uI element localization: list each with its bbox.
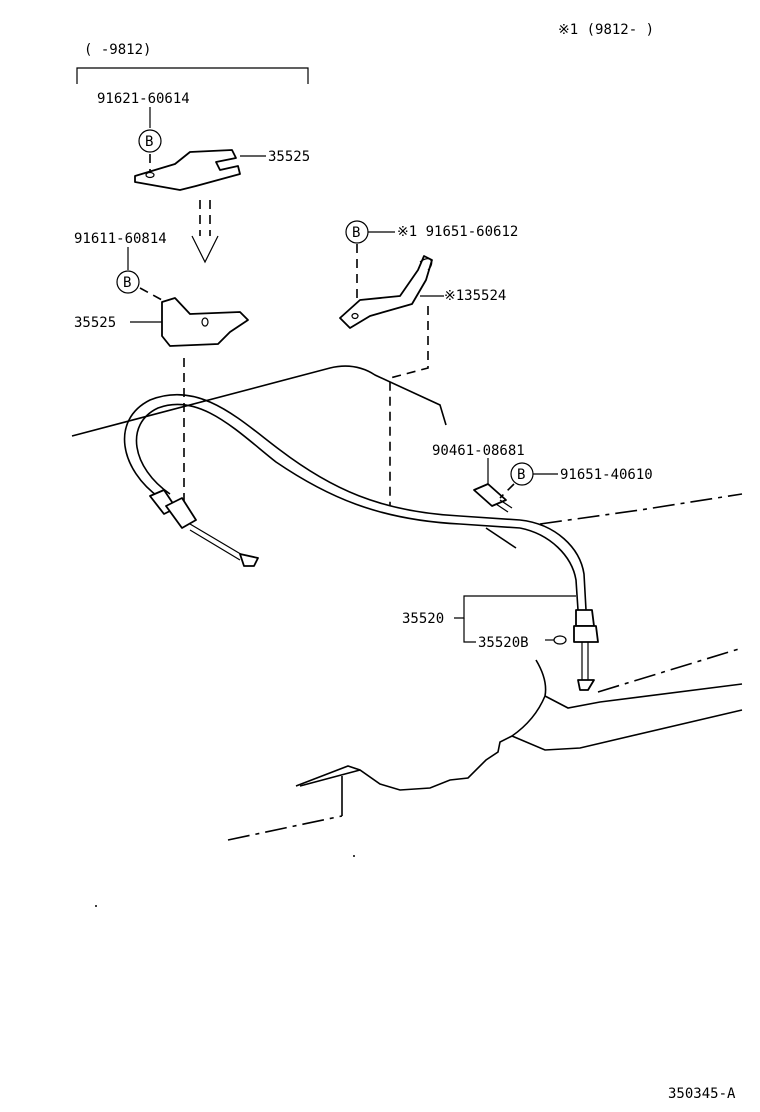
svg-text:B: B bbox=[517, 467, 525, 483]
dash-to-cable-right bbox=[389, 306, 429, 505]
scan-speck bbox=[353, 855, 355, 857]
clip-90461 bbox=[473, 483, 513, 513]
svg-text:B: B bbox=[123, 275, 131, 291]
callout-bolt-mid[interactable]: 91611-60814 bbox=[74, 231, 167, 247]
bracket-35525-upper bbox=[134, 149, 241, 191]
bracket-35524 bbox=[339, 255, 433, 329]
dash-bolt-right bbox=[499, 483, 515, 499]
svg-text:B: B bbox=[145, 134, 153, 150]
callout-bolt-right[interactable]: 91651-40610 bbox=[560, 467, 653, 483]
callout-bracket-upper[interactable]: 35525 bbox=[268, 149, 310, 165]
bolt-marker-top: B bbox=[138, 129, 162, 153]
callout-cable-assy[interactable]: 35520 bbox=[402, 611, 444, 627]
bolt-marker-mid: B bbox=[116, 270, 140, 294]
dash-bolt-mid bbox=[139, 287, 163, 301]
callout-clip[interactable]: 90461-08681 bbox=[432, 443, 525, 459]
svg-text:B: B bbox=[352, 225, 360, 241]
vehicle-body-outline bbox=[71, 365, 743, 841]
bolt-marker-right: B bbox=[510, 462, 534, 486]
leader-cable-assy bbox=[454, 595, 576, 619]
diagram-id: 350345-A bbox=[668, 1086, 736, 1102]
callout-bracket-alt[interactable]: ※135524 bbox=[444, 288, 506, 304]
callout-bolt-top[interactable]: 91621-60614 bbox=[97, 91, 190, 107]
bracket-35525-lower bbox=[161, 297, 249, 347]
callout-cable-sub[interactable]: 35520B bbox=[478, 635, 529, 651]
callout-bolt-alt[interactable]: ※1 91651-60612 bbox=[397, 224, 518, 240]
release-cable-35520 bbox=[123, 393, 599, 691]
applicability-note: ※1 (9812- ) bbox=[558, 22, 654, 38]
callout-bracket-lower[interactable]: 35525 bbox=[74, 315, 116, 331]
grommet-35520b bbox=[545, 635, 567, 645]
scan-speck bbox=[95, 905, 97, 907]
group-bracket bbox=[76, 67, 309, 84]
replacement-arrow-icon bbox=[191, 200, 219, 264]
leader-cable-sub bbox=[463, 618, 476, 643]
bolt-marker-alt: B bbox=[345, 220, 369, 244]
date-range-label: ( -9812) bbox=[84, 42, 151, 58]
